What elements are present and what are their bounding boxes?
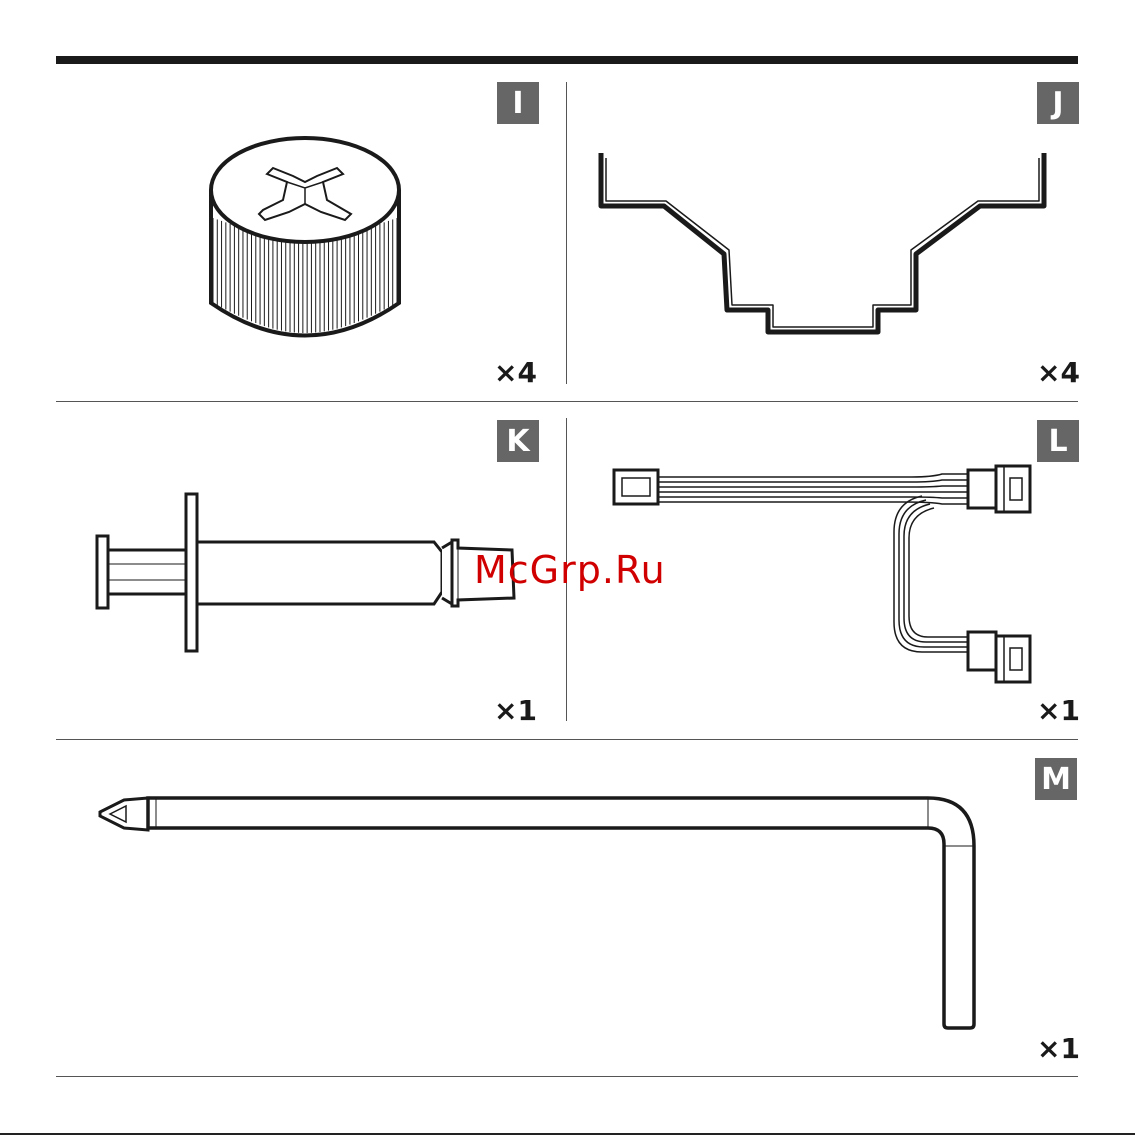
row-divider-3 <box>56 1076 1078 1077</box>
thumb-nut-icon <box>205 138 405 348</box>
column-divider-1 <box>566 82 567 384</box>
part-label-k: K <box>497 420 539 462</box>
top-rule <box>56 56 1078 64</box>
fan-splitter-cable-icon <box>612 462 1034 688</box>
watermark-text: McGrp.Ru <box>474 548 666 592</box>
part-label-l: L <box>1037 420 1079 462</box>
screwdriver-wrench-icon <box>96 794 980 1034</box>
row-divider-1 <box>56 401 1078 402</box>
part-label-i: I <box>497 82 539 124</box>
part-label-m: M <box>1035 758 1077 800</box>
mounting-bracket-icon <box>596 150 1052 340</box>
row-divider-2 <box>56 739 1078 740</box>
part-label-j: J <box>1037 82 1079 124</box>
part-qty-m: ×1 <box>1000 1032 1080 1065</box>
part-qty-i: ×4 <box>457 356 537 389</box>
part-qty-j: ×4 <box>1000 356 1080 389</box>
thermal-paste-syringe-icon <box>96 492 520 654</box>
part-qty-l: ×1 <box>1000 694 1080 727</box>
part-qty-k: ×1 <box>457 694 537 727</box>
